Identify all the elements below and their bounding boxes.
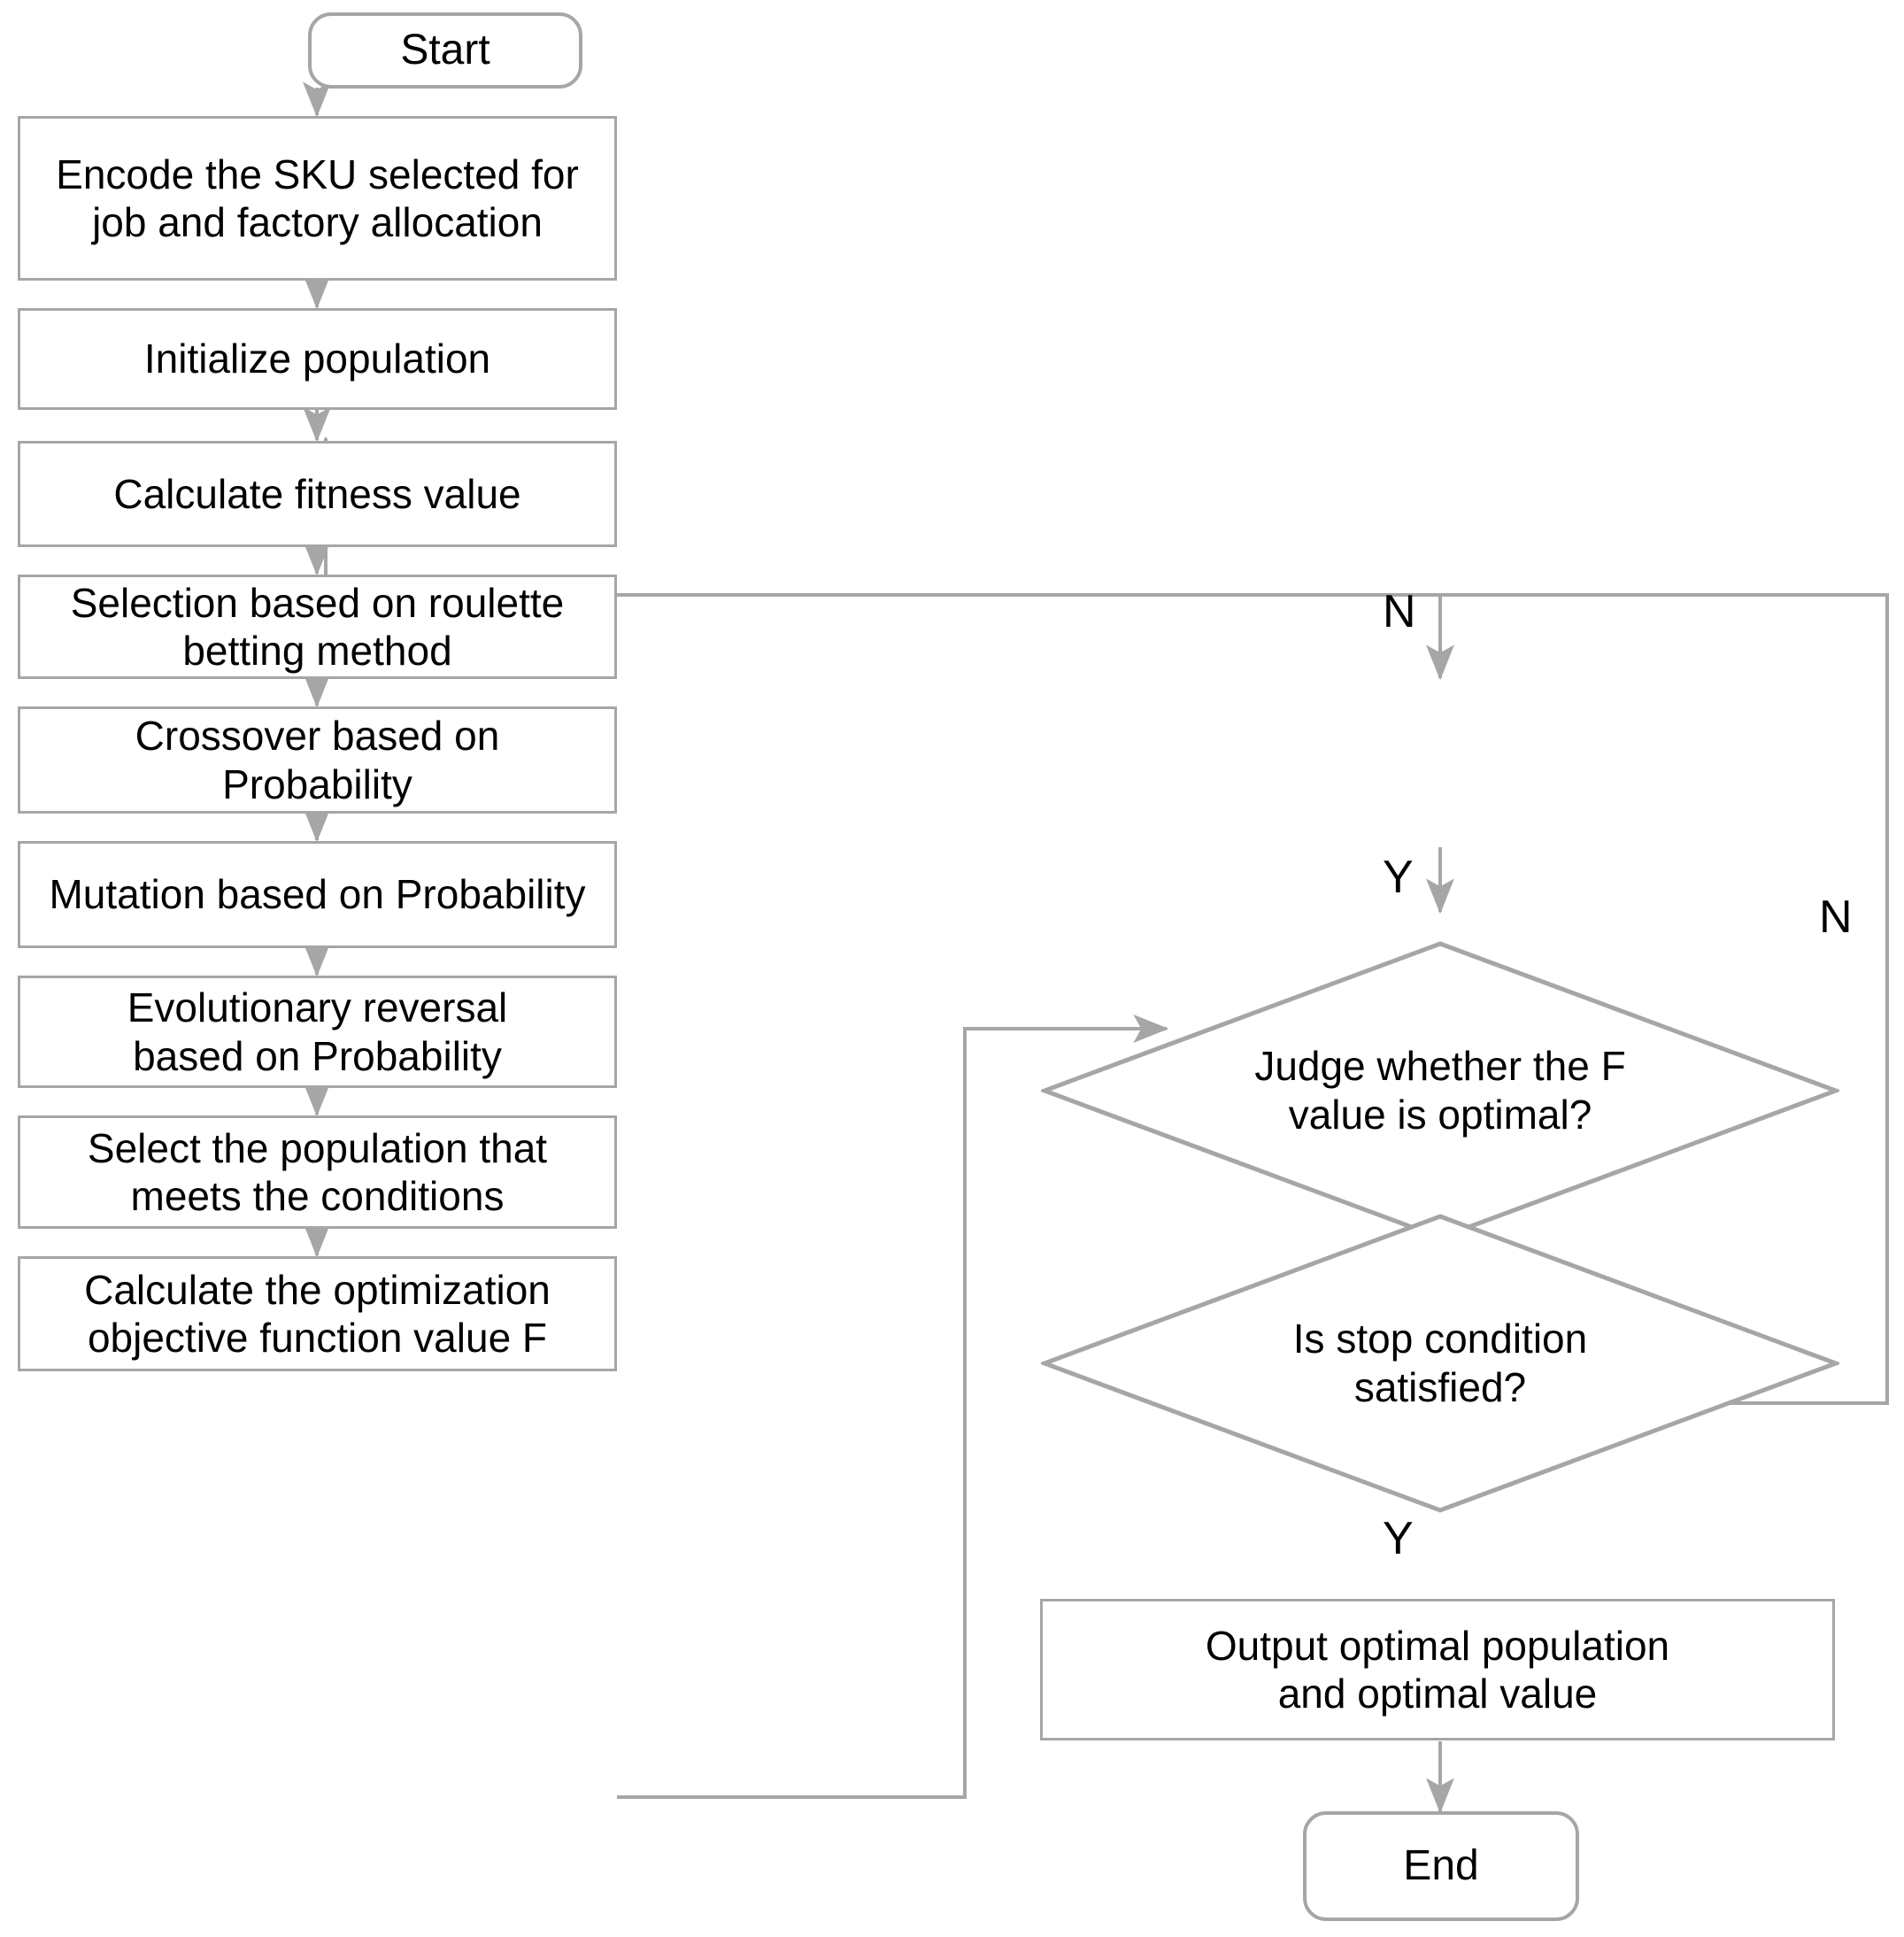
reversal-line-1: Evolutionary reversal <box>127 984 508 1031</box>
output-optimal-node[interactable]: Output optimal population and optimal va… <box>1040 1599 1835 1740</box>
fitness-label: Calculate fitness value <box>113 470 521 517</box>
end-label: End <box>1403 1841 1479 1889</box>
select-population-node[interactable]: Select the population that meets the con… <box>18 1115 617 1229</box>
crossover-label: Crossover based on Probability <box>127 712 509 808</box>
edge-label-judge-yes: Y <box>1383 852 1414 903</box>
stop-condition-diamond <box>1041 1214 1839 1513</box>
stop-no-feedback-connector <box>336 593 1889 1405</box>
objective-to-judge-connector <box>617 1015 1169 1799</box>
selection-label: Selection based on roulette betting meth… <box>62 579 574 675</box>
judge-diamond <box>1041 941 1839 1240</box>
objective-line-1: Calculate the optimization <box>84 1266 551 1313</box>
crossover-node[interactable]: Crossover based on Probability <box>18 706 617 814</box>
selection-line-1: Selection based on roulette <box>70 579 565 626</box>
output-line-2: and optimal value <box>1277 1671 1598 1717</box>
crossover-line-2: Probability <box>222 760 412 807</box>
edge-label-judge-no: N <box>1383 586 1416 637</box>
select-pop-line-2: meets the conditions <box>130 1173 505 1219</box>
calculate-fitness-node[interactable]: Calculate fitness value <box>18 441 617 547</box>
initialize-label: Initialize population <box>143 336 491 382</box>
evolutionary-reversal-node[interactable]: Evolutionary reversal based on Probabili… <box>18 976 617 1088</box>
initialize-population-node[interactable]: Initialize population <box>18 308 617 410</box>
objective-line-2: objective function value F <box>87 1315 548 1361</box>
start-node[interactable]: Start <box>308 12 582 89</box>
encode-label: Encode the SKU selected for job and fact… <box>47 150 588 247</box>
selection-line-2: betting method <box>182 628 452 674</box>
edge-label-stop-no: N <box>1819 891 1853 943</box>
selection-roulette-node[interactable]: Selection based on roulette betting meth… <box>18 575 617 679</box>
select-pop-line-1: Select the population that <box>87 1124 548 1171</box>
output-label: Output optimal population and optimal va… <box>1197 1622 1678 1718</box>
end-node[interactable]: End <box>1303 1811 1579 1921</box>
start-label: Start <box>400 26 490 73</box>
encode-node[interactable]: Encode the SKU selected for job and fact… <box>18 116 617 281</box>
select-population-label: Select the population that meets the con… <box>79 1124 556 1221</box>
encode-line-1: Encode the SKU selected for <box>56 150 579 197</box>
mutation-node[interactable]: Mutation based on Probability <box>18 841 617 948</box>
crossover-line-1: Crossover based on <box>135 713 500 760</box>
reversal-label: Evolutionary reversal based on Probabili… <box>119 984 517 1080</box>
output-line-1: Output optimal population <box>1205 1622 1670 1669</box>
objective-label: Calculate the optimization objective fun… <box>75 1266 559 1362</box>
mutation-label: Mutation based on Probability <box>49 871 586 918</box>
calculate-objective-node[interactable]: Calculate the optimization objective fun… <box>18 1256 617 1371</box>
edge-label-stop-yes: Y <box>1383 1513 1414 1564</box>
encode-line-2: job and factory allocation <box>92 199 543 245</box>
reversal-line-2: based on Probability <box>133 1032 502 1079</box>
